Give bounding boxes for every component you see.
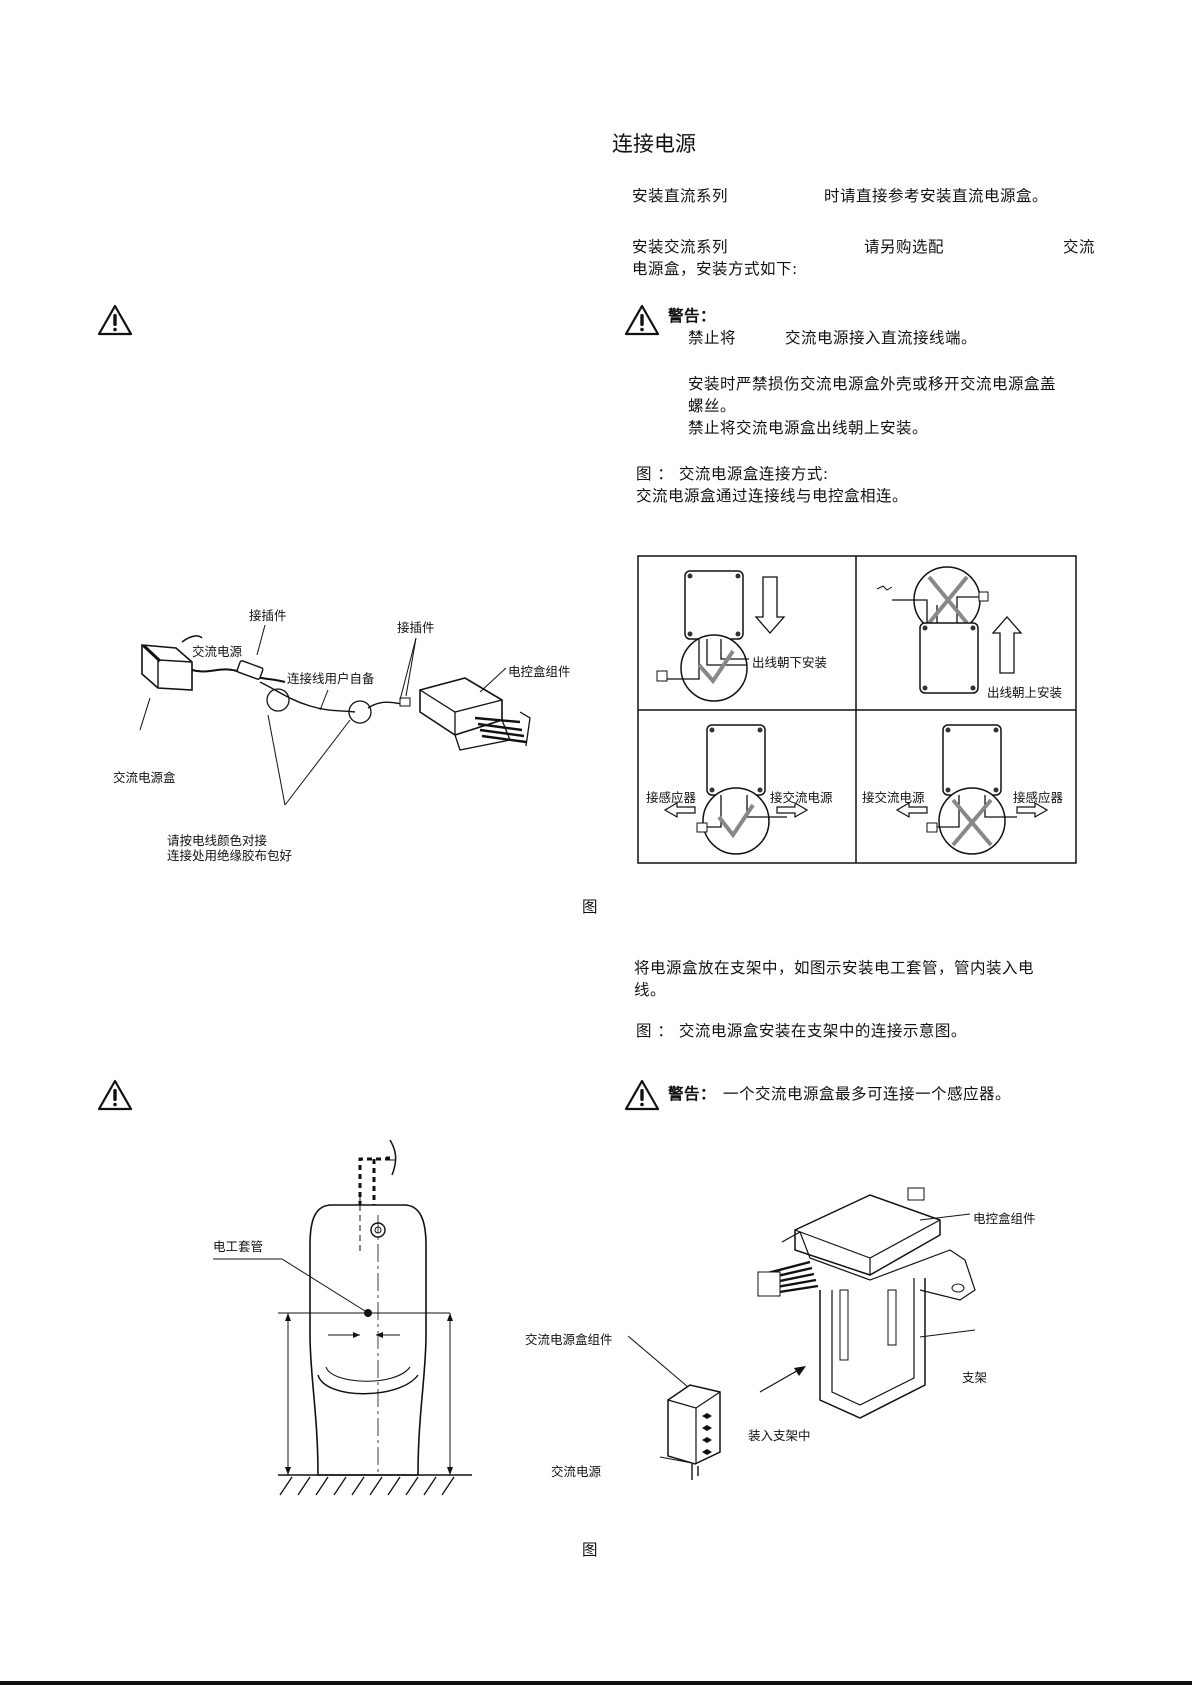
fig-a-caption: 图 ： 交流电源盒连接方式: — [636, 465, 829, 483]
warning-icon — [624, 304, 660, 336]
label-cable: 连接线用户自备 — [287, 671, 375, 686]
label-down: 出线朝下安装 — [752, 655, 828, 670]
install-line-2: 线。 — [634, 981, 667, 999]
ac-line-b: 请另购选配 — [864, 238, 945, 256]
panel-side-wrong — [895, 724, 1049, 855]
label-control-box: 电控盒组件 — [508, 664, 571, 679]
label-ac-power-2: 交流电源 — [551, 1464, 602, 1479]
dc-line-b: 时请直接参考安装直流电源盒。 — [824, 187, 1049, 205]
label-ac-box: 交流电源盒 — [113, 770, 176, 785]
warning-item-1b: 交流电源接入直流接线端。 — [785, 329, 978, 347]
warning-item-2a: 安装时严禁损伤交流电源盒外壳或移开交流电源盒盖 — [688, 375, 1057, 393]
panel-down-correct — [656, 570, 786, 702]
warning-2-text: 一个交流电源盒最多可连接一个感应器。 — [723, 1085, 1012, 1103]
label-conduit: 电工套管 — [213, 1239, 264, 1254]
note-1: 请按电线颜色对接 — [167, 833, 268, 848]
ac-line-d: 电源盒，安装方式如下: — [632, 260, 798, 278]
note-2: 连接处用绝缘胶布包好 — [167, 848, 293, 863]
label-into-bracket: 装入支架中 — [748, 1428, 811, 1443]
warning-icon — [97, 1079, 133, 1111]
wiring-diagram — [139, 624, 531, 806]
install-line-1: 将电源盒放在支架中，如图示安装电工套管，管内装入电 — [634, 959, 1035, 977]
ac-line-c: 交流 — [1063, 238, 1096, 256]
fig-label-2: 图 — [582, 1541, 599, 1559]
label-control-box-2: 电控盒组件 — [973, 1211, 1036, 1226]
section-title: 连接电源 — [612, 132, 696, 156]
label-ac-left: 接交流电源 — [862, 790, 925, 805]
fig-label-1: 图 — [582, 898, 599, 916]
orientation-diagram — [637, 555, 1077, 864]
label-bracket: 支架 — [962, 1370, 988, 1385]
warning-item-1a: 禁止将 — [688, 329, 737, 347]
label-plug-2: 接插件 — [397, 620, 435, 635]
label-ac-box-assy: 交流电源盒组件 — [525, 1332, 613, 1347]
label-up: 出线朝上安装 — [987, 685, 1063, 700]
bottom-rule — [0, 1681, 1192, 1685]
fig-a-desc: 交流电源盒通过连接线与电控盒相连。 — [636, 487, 909, 505]
panel-up-wrong — [876, 566, 1023, 694]
install-caption: 图 ： 交流电源盒安装在支架中的连接示意图。 — [636, 1022, 967, 1040]
label-sensor-left: 接感应器 — [646, 790, 697, 805]
warning-icon — [97, 304, 133, 336]
ac-line-a: 安装交流系列 — [632, 238, 729, 256]
warning-label: 警告： — [668, 307, 717, 325]
warning-2-label: 警告： — [668, 1085, 717, 1103]
label-sensor-right: 接感应器 — [1013, 790, 1064, 805]
label-plug-1: 接插件 — [249, 608, 287, 623]
panel-side-correct — [663, 724, 809, 855]
label-ac-right: 接交流电源 — [770, 790, 833, 805]
dc-line-a: 安装直流系列 — [632, 187, 729, 205]
warning-item-3: 禁止将交流电源盒出线朝上安装。 — [688, 419, 929, 437]
warning-icon — [624, 1079, 660, 1111]
label-ac-power: 交流电源 — [192, 644, 243, 659]
bracket-diagram — [627, 1187, 976, 1480]
urinal-diagram — [213, 1139, 472, 1496]
warning-item-2b: 螺丝。 — [688, 397, 737, 415]
